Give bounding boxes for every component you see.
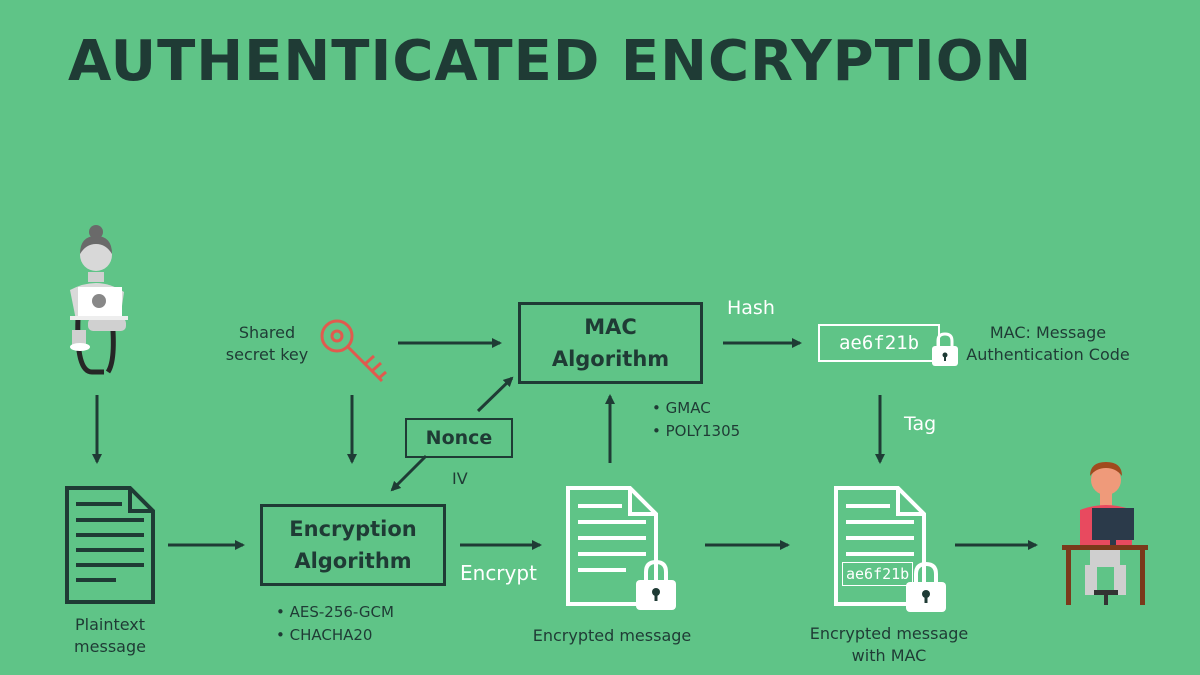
list-item: POLY1305 [652,420,741,443]
iv-label: IV [452,469,468,488]
mac-algorithm-list: GMAC POLY1305 [652,397,741,443]
page-title: AUTHENTICATED ENCRYPTION [68,29,1033,94]
encrypted-mac-label: Encrypted message with MAC [809,624,969,665]
hash-label: Hash [727,297,775,319]
arrow-nonce-to-mac [476,376,514,413]
mac-algorithm-box: MAC Algorithm [518,302,703,384]
man-at-computer-icon [1062,462,1148,605]
list-item: AES-256-GCM [276,601,394,624]
list-item: CHACHA20 [276,624,394,647]
plaintext-label: Plaintext message [74,615,146,656]
encrypt-label: Encrypt [460,561,537,585]
arrow-nonce-to-encryption [390,454,428,492]
encryption-algorithm-box: Encryption Algorithm [260,504,446,586]
list-item: GMAC [652,397,740,420]
hash-value-box: ae6f21b [818,324,940,362]
padlock-icon [906,561,946,612]
shared-key-label: Shared secret key [225,323,309,364]
plaintext-document-icon [65,486,155,604]
padlock-icon [636,559,676,610]
encrypted-message-label: Encrypted message [532,626,692,645]
document-tag-value: ae6f21b [842,562,914,586]
tag-label: Tag [904,413,937,435]
mac-description-label: MAC: Message Authentication Code [966,323,1130,364]
key-icon [320,319,387,383]
nonce-box: Nonce [405,418,513,458]
tagged-document-icon [834,486,926,606]
encrypted-document-icon [566,486,658,606]
encryption-algorithm-list: AES-256-GCM CHACHA20 [276,601,394,647]
woman-with-laptop-icon [70,225,128,375]
